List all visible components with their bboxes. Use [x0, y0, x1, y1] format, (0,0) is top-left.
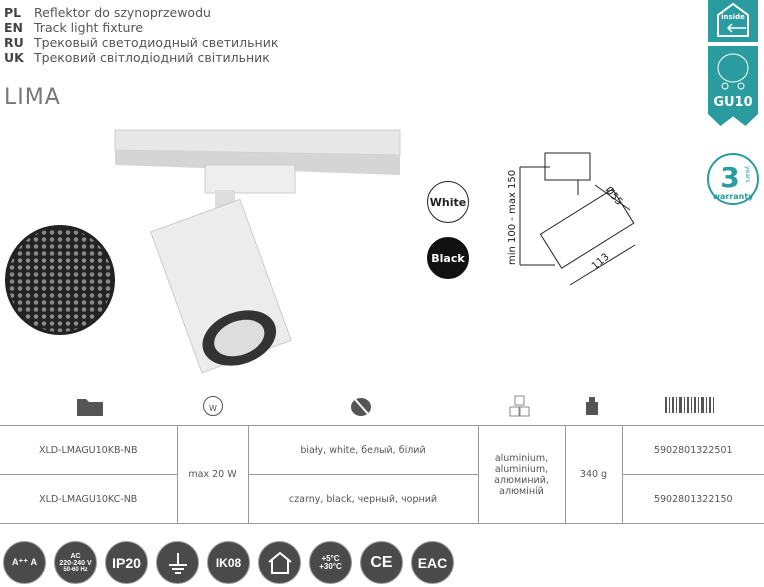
earth-icon — [156, 541, 199, 584]
ip-badge: IP20 — [105, 541, 148, 584]
table-row: XLD-LMAGU10KC-NB czarny, black, черный, … — [0, 474, 764, 524]
table-row: XLD-LMAGU10KB-NB max 20 W biały, white, … — [0, 425, 764, 524]
height-dim: min 100 - max 150 — [507, 170, 518, 265]
svg-text:3: 3 — [720, 161, 739, 194]
ce-badge: CE — [360, 541, 403, 584]
temperature-badge: +5°C+30°C — [309, 541, 352, 584]
indoor-icon — [258, 541, 301, 584]
svg-text:inside: inside — [721, 13, 745, 21]
product-title: LIMA — [4, 85, 61, 110]
svg-text:warranty: warranty — [713, 192, 755, 201]
material-cubes-icon — [509, 395, 530, 417]
eac-badge: EAC — [411, 541, 454, 584]
product-code: XLD-LMAGU10KC-NB — [0, 474, 178, 524]
ik-badge: IK08 — [207, 541, 250, 584]
weight-icon — [586, 397, 598, 415]
gu10-badge: GU10 — [708, 46, 758, 126]
spec-table: XLD-LMAGU10KB-NB max 20 W biały, white, … — [0, 425, 764, 524]
weight: 340 g — [564, 425, 623, 524]
warranty-badge: 3 years warranty — [707, 153, 759, 205]
power: max 20 W — [176, 425, 249, 524]
product-code: XLD-LMAGU10KB-NB — [0, 425, 178, 475]
inside-badge: inside — [708, 0, 758, 42]
wattage-icon: W — [203, 396, 223, 416]
color-white-swatch: White — [427, 181, 469, 223]
dimension-drawing: min 100 - max 150 Ø55 113 — [507, 152, 636, 286]
svg-text:years: years — [744, 166, 751, 183]
svg-text:GU10: GU10 — [713, 95, 752, 110]
palette-icon — [351, 396, 371, 416]
color-black-swatch: Black — [427, 237, 469, 279]
color: czarny, black, черный, чорний — [247, 474, 479, 524]
ean: 5902801322501 — [621, 425, 764, 475]
barcode-icon — [665, 397, 714, 413]
folder-icon — [77, 399, 103, 416]
color: biały, white, белый, білий — [247, 425, 479, 475]
svg-text:W: W — [209, 404, 217, 413]
energy-class-badge: A⁺⁺ A — [3, 541, 46, 584]
product-image — [5, 129, 401, 374]
material: aluminium,aluminium,алюминий,алюміній — [477, 425, 566, 524]
length-dim: 113 — [590, 252, 612, 273]
ean: 5902801322150 — [621, 474, 764, 524]
